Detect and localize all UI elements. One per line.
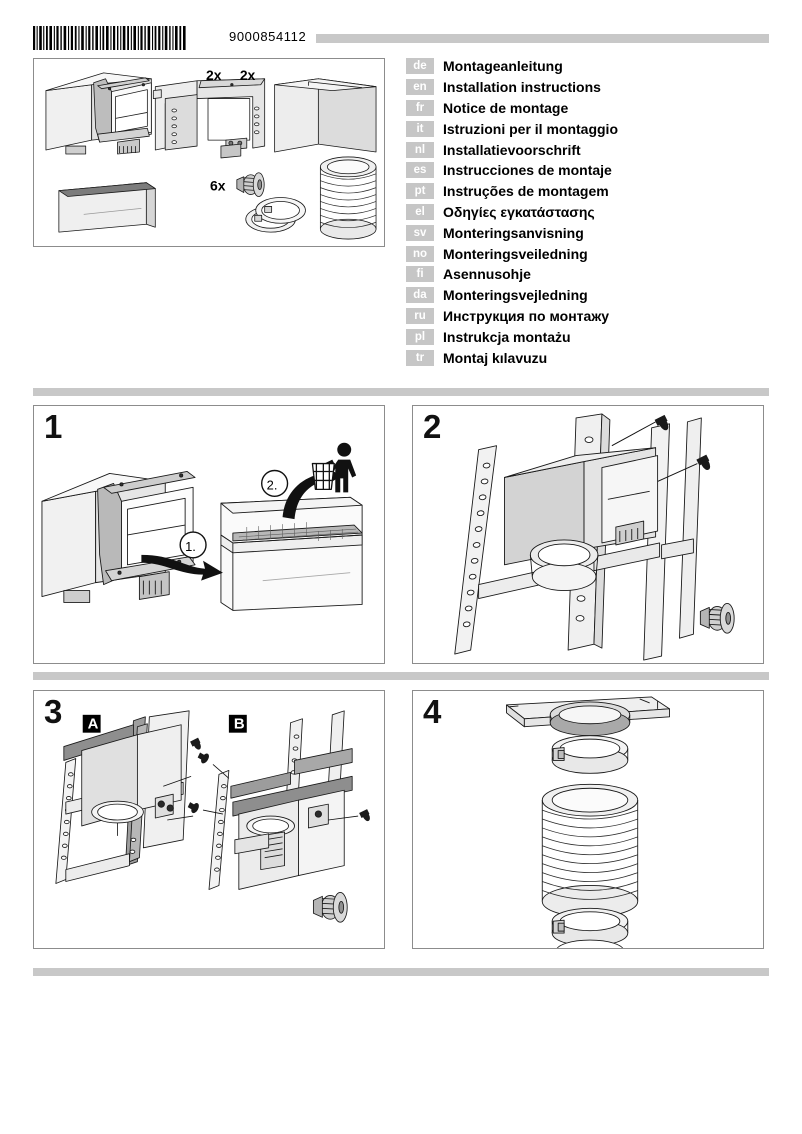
language-code-badge: en	[406, 79, 434, 96]
step-2-illustration	[413, 406, 763, 663]
svg-text:A: A	[88, 717, 99, 733]
step-3-variant-a-badge	[82, 714, 101, 733]
language-title: Οδηγίες εγκατάστασης	[443, 203, 595, 220]
language-title: Montageanleitung	[443, 58, 563, 75]
language-code-badge: fi	[406, 266, 434, 283]
language-title: Monteringsveiledning	[443, 245, 588, 262]
language-title: Montaj kılavuzu	[443, 349, 548, 366]
language-code-badge: sv	[406, 224, 434, 241]
step-1-panel: 1. 2. 1	[33, 405, 385, 664]
svg-text:B: B	[234, 717, 245, 733]
step-1-callout-2: 2.	[267, 477, 278, 492]
language-row: sv Monteringsanvisning	[406, 222, 776, 243]
language-row: de Montageanleitung	[406, 56, 776, 77]
language-title: Notice de montage	[443, 99, 569, 116]
step-4-number: 4	[423, 693, 442, 730]
language-row: es Instrucciones de montaje	[406, 160, 776, 181]
language-code-badge: es	[406, 162, 434, 179]
section-separator	[33, 672, 769, 680]
header-rule	[316, 34, 769, 43]
language-row: da Monteringsvejledning	[406, 285, 776, 306]
language-row: it Istruzioni per il montaggio	[406, 118, 776, 139]
parts-qty-frame-right: 2x	[240, 67, 256, 83]
language-title: Asennusohje	[443, 266, 531, 283]
parts-overview-panel: 2x 2x 6x	[33, 58, 385, 247]
language-row: ru Инструкция по монтажу	[406, 306, 776, 327]
step-3-variant-b-badge	[228, 714, 247, 733]
language-code-badge: fr	[406, 99, 434, 116]
step-3-number: 3	[44, 693, 63, 730]
language-title: Instrucciones de montaje	[443, 162, 612, 179]
step-4-illustration	[413, 691, 763, 948]
parts-qty-frame-left: 2x	[206, 67, 222, 83]
language-row: no Monteringsveiledning	[406, 243, 776, 264]
language-title-list: de Montageanleitung en Installation inst…	[406, 56, 776, 368]
language-code-badge: da	[406, 287, 434, 304]
section-separator	[33, 388, 769, 396]
language-title: Monteringsvejledning	[443, 287, 588, 304]
language-row: pl Instrukcja montażu	[406, 326, 776, 347]
language-title: Installation instructions	[443, 79, 601, 96]
step-1-illustration: 1. 2.	[34, 406, 384, 663]
parts-qty-screw: 6x	[210, 178, 226, 194]
language-row: pt Instruções de montagem	[406, 181, 776, 202]
language-row: tr Montaj kılavuzu	[406, 347, 776, 368]
step-1-callout-1: 1.	[185, 539, 196, 554]
language-code-badge: pt	[406, 183, 434, 200]
step-2-panel: 2	[412, 405, 764, 664]
language-row: en Installation instructions	[406, 77, 776, 98]
section-separator	[33, 968, 769, 976]
language-code-badge: pl	[406, 328, 434, 345]
language-title: Instrukcja montażu	[443, 328, 571, 345]
language-title: Инструкция по монтажу	[443, 307, 610, 324]
language-row: fr Notice de montage	[406, 98, 776, 119]
language-code-badge: nl	[406, 141, 434, 158]
step-4-panel: 4	[412, 690, 764, 949]
language-title: Installatievoorschrift	[443, 141, 581, 158]
language-code-badge: tr	[406, 349, 434, 366]
step-3-panel: A B 3	[33, 690, 385, 949]
step-3-illustration: A B	[34, 691, 384, 948]
language-row: el Οδηγίες εγκατάστασης	[406, 202, 776, 223]
step-2-number: 2	[423, 408, 442, 445]
language-title: Monteringsanvisning	[443, 224, 584, 241]
language-row: nl Installatievoorschrift	[406, 139, 776, 160]
language-code-badge: it	[406, 120, 434, 137]
language-row: fi Asennusohje	[406, 264, 776, 285]
language-code-badge: el	[406, 203, 434, 220]
language-title: Instruções de montagem	[443, 183, 609, 200]
language-code-badge: ru	[406, 307, 434, 324]
language-code-badge: de	[406, 58, 434, 75]
parts-illustration: 2x 2x 6x	[34, 59, 384, 246]
step-1-number: 1	[44, 408, 63, 445]
language-code-badge: no	[406, 245, 434, 262]
barcode	[33, 26, 187, 50]
language-title: Istruzioni per il montaggio	[443, 120, 618, 137]
document-number: 9000854112	[229, 29, 307, 44]
document-header: 9000854112	[33, 26, 769, 52]
